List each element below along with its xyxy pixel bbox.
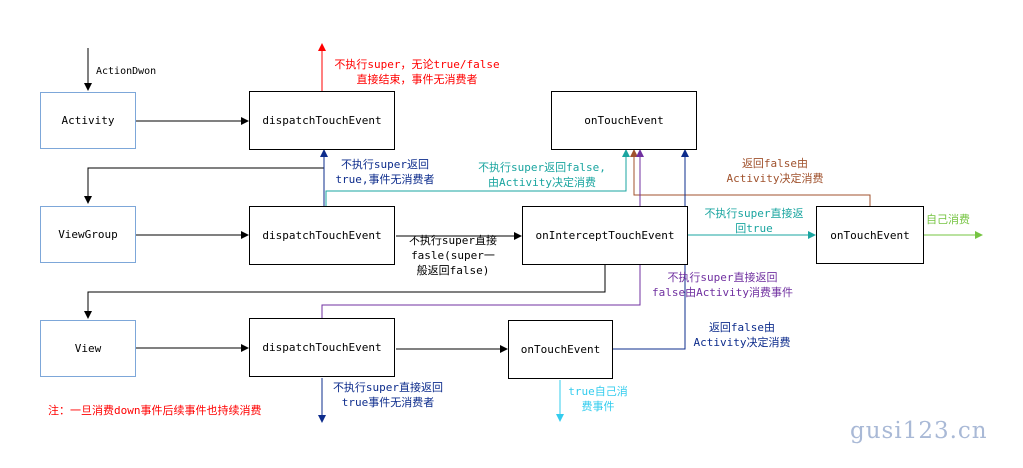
teal-line-2: 由Activity决定消费 [488,176,596,189]
activity-node: Activity [40,92,136,149]
vg-ontouch-false-annotation: 返回false由 Activity决定消费 [713,156,837,186]
red-line-2: 直接结束，事件无消费者 [356,73,478,86]
footnote: 注：一旦消费down事件后续事件也持续消费 [48,404,262,417]
self-consume-label: 自己消费 [926,213,970,226]
intercept-line-3: 般返回false) [416,264,490,277]
purple-line-2: false由Activity消费事件 [651,286,794,299]
intercept-true-annotation: 不执行super直接返 回true [694,206,814,236]
edge-intercept-to-view [84,265,606,319]
view-node: View [40,320,136,377]
vg-dispatch-true-annotation: 不执行super返回 true,事件无消费者 [326,157,444,187]
teal-line-1: 不执行super返回false, [478,161,606,174]
intercept-true-line-1: 不执行super直接返 [704,207,804,220]
navy-line-1: 不执行super返回 [340,158,430,171]
navy-line-2: true,事件无消费者 [335,173,435,186]
red-line-1: 不执行super，无论true/false [334,58,500,71]
edge-activity-dispatch-to-viewgroup [84,150,325,204]
cyan-line-1: true自己消 [568,385,628,398]
view-dispatch-line-2: true事件无消费者 [341,396,435,409]
navy-view-line-1: 返回false由 [708,321,776,334]
purple-line-1: 不执行super直接返回 [667,271,778,284]
view-dispatch-line-1: 不执行super直接返回 [332,381,444,394]
viewgroup-dispatch-node: dispatchTouchEvent [249,206,395,265]
view-dispatch-true-annotation: 不执行super直接返回 true事件无消费者 [322,380,454,410]
view-dispatch-node: dispatchTouchEvent [249,318,395,377]
view-ontouch-node: onTouchEvent [508,320,613,379]
viewgroup-ontouch-node: onTouchEvent [816,206,924,264]
activity-ontouch-node: onTouchEvent [551,91,697,150]
intercept-line-2: fasle(super一 [411,249,495,262]
watermark: gusi123.cn [850,418,988,444]
view-dispatch-false-annotation: 不执行super直接返回 false由Activity消费事件 [640,270,805,300]
cyan-line-2: 费事件 [581,400,615,413]
brown-line-1: 返回false由 [741,157,809,170]
edge-teal-vg-dispatch-false [325,149,630,206]
intercept-line-1: 不执行super直接 [408,234,498,247]
view-consume-annotation: true自己消 费事件 [562,384,634,414]
view-ontouch-false-annotation: 返回false由 Activity决定消费 [686,320,798,350]
red-annotation: 不执行super，无论true/false 直接结束，事件无消费者 [322,57,512,87]
intercept-true-line-2: 回true [735,222,773,235]
intercept-false-annotation: 不执行super直接 fasle(super一 般返回false) [398,233,508,278]
action-down-label: ActionDwon [96,66,157,77]
navy-view-line-2: Activity决定消费 [693,336,791,349]
activity-dispatch-node: dispatchTouchEvent [249,91,395,150]
edge-brown-vg-ontouch-false [630,149,871,206]
intercept-node: onInterceptTouchEvent [522,206,688,265]
vg-dispatch-false-annotation: 不执行super返回false, 由Activity决定消费 [467,160,617,190]
viewgroup-node: ViewGroup [40,206,136,263]
brown-line-2: Activity决定消费 [726,172,824,185]
